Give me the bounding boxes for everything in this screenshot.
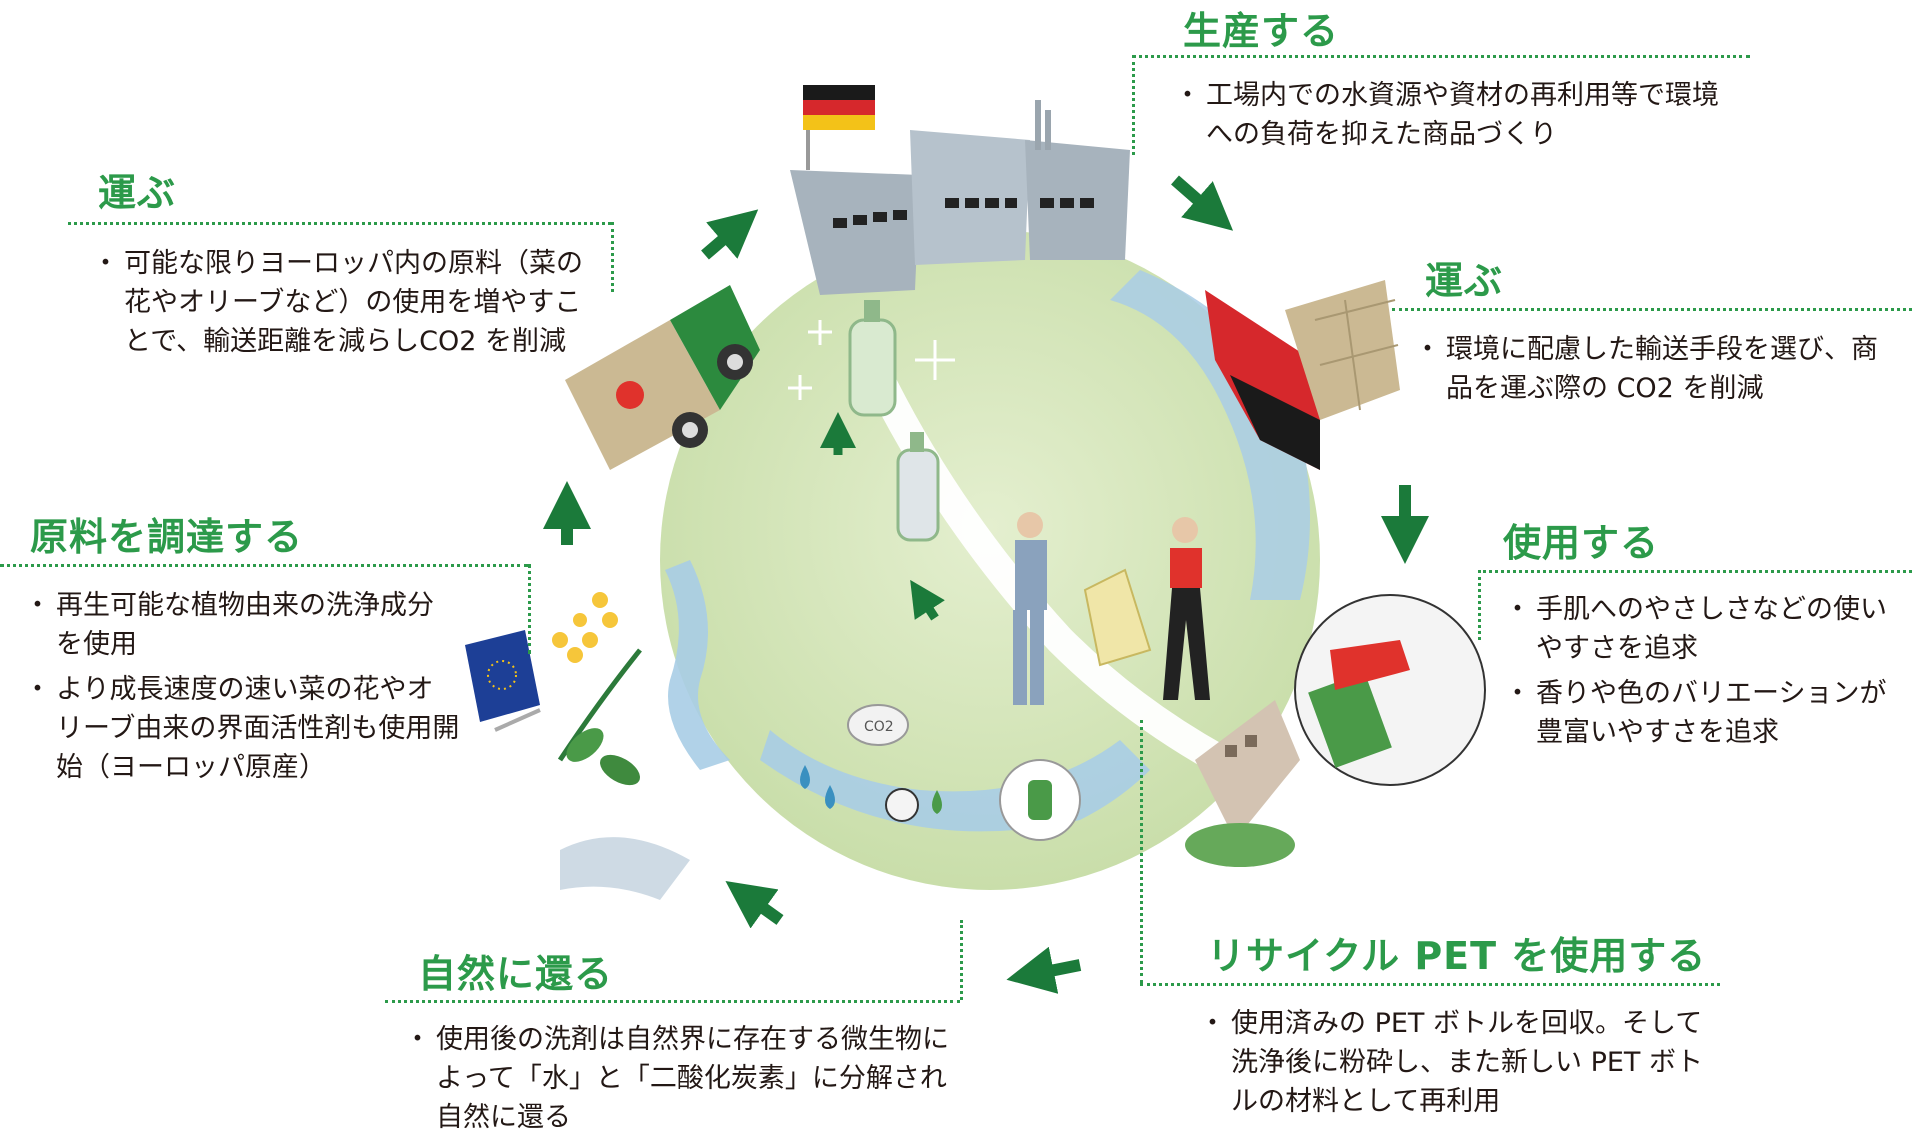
divider-recycle xyxy=(1140,983,1720,986)
divider-use-vertical xyxy=(1478,570,1481,640)
stage-title-use: 使用する xyxy=(1503,521,1660,565)
divider-use xyxy=(1478,570,1912,573)
truck-illustration xyxy=(565,285,760,470)
arrow-nature-to-source xyxy=(725,881,784,929)
divider-nature-vertical xyxy=(960,920,963,1000)
arrow-transport-to-produce xyxy=(701,209,759,260)
bullets-nature: 使用後の洗剤は自然界に存在する微生物によって「水」と「二酸化炭素」に分解され自然… xyxy=(404,1020,970,1143)
stage-title-ship: 運ぶ xyxy=(1425,259,1504,303)
german-flag-red xyxy=(803,100,875,115)
bullets-produce: 工場内での水資源や資材の再利用等で環境への負荷を抑えた商品づくり xyxy=(1174,76,1740,160)
arrow-recycle-to-nature xyxy=(1006,946,1082,994)
co2-illustration: CO2 xyxy=(800,704,1081,841)
arrow-inner-2 xyxy=(910,579,945,621)
bullets-source: 再生可能な植物由来の洗浄成分を使用 より成長速度の速い菜の花やオリーブ由来の界面… xyxy=(24,586,460,793)
divider-transport xyxy=(68,222,611,225)
eu-flag xyxy=(465,630,540,722)
factory-illustration xyxy=(790,85,1130,295)
divider-transport-vertical xyxy=(611,222,614,292)
divider-produce-vertical xyxy=(1132,55,1135,155)
bullets-recycle: 使用済みの PET ボトルを回収。そして洗浄後に粉砕し、また新しい PET ボト… xyxy=(1199,1004,1725,1127)
stage-title-produce: 生産する xyxy=(1183,9,1340,53)
bullet-transport-1: 可能な限りヨーロッパ内の原料（菜の花やオリーブなど）の使用を増やすことで、輸送距… xyxy=(92,244,588,361)
co2-cloud-label: CO2 xyxy=(864,719,894,735)
river-left xyxy=(665,560,730,770)
river-right xyxy=(1110,270,1310,600)
bullet-ship-1: 環境に配慮した輸送手段を選び、商品を運ぶ際の CO2 を削減 xyxy=(1414,330,1900,408)
divider-source xyxy=(0,564,528,567)
divider-ship xyxy=(1392,308,1912,311)
cycle-arrows xyxy=(543,175,1429,994)
ship-illustration xyxy=(1205,280,1400,470)
german-flag-black xyxy=(803,85,875,100)
house-illustration xyxy=(1185,700,1300,867)
divider-nature xyxy=(385,1000,960,1003)
stage-title-recycle: リサイクル PET を使用する xyxy=(1207,934,1707,978)
bullets-ship: 環境に配慮した輸送手段を選び、商品を運ぶ際の CO2 を削減 xyxy=(1414,330,1900,414)
arrow-produce-to-ship xyxy=(1171,175,1234,231)
plants-illustration xyxy=(465,592,690,900)
use-illustration xyxy=(1294,594,1486,786)
bottle-illustration xyxy=(788,300,955,542)
stage-title-nature: 自然に還る xyxy=(418,952,614,996)
divider-produce xyxy=(1132,55,1750,58)
german-flag-gold xyxy=(803,115,875,130)
bullet-source-1: 再生可能な植物由来の洗浄成分を使用 xyxy=(24,586,460,664)
stage-title-transport: 運ぶ xyxy=(98,171,177,215)
people-illustration xyxy=(1013,512,1210,705)
divider-source-vertical xyxy=(528,564,531,654)
bullet-use-2: 香りや色のバリエーションが豊富いやすさを追求 xyxy=(1504,674,1910,752)
bullet-produce-1: 工場内での水資源や資材の再利用等で環境への負荷を抑えた商品づくり xyxy=(1174,76,1740,154)
bullet-source-2: より成長速度の速い菜の花やオリーブ由来の界面活性剤も使用開始（ヨーロッパ原産） xyxy=(24,670,460,787)
divider-recycle-vertical xyxy=(1140,720,1143,983)
bullet-use-1: 手肌へのやさしさなどの使いやすさを追求 xyxy=(1504,590,1910,668)
bullet-recycle-1: 使用済みの PET ボトルを回収。そして洗浄後に粉砕し、また新しい PET ボト… xyxy=(1199,1004,1725,1121)
bullets-use: 手肌へのやさしさなどの使いやすさを追求 香りや色のバリエーションが豊富いやすさを… xyxy=(1504,590,1910,758)
stage-title-source: 原料を調達する xyxy=(30,515,304,559)
bullets-transport: 可能な限りヨーロッパ内の原料（菜の花やオリーブなど）の使用を増やすことで、輸送距… xyxy=(92,244,588,367)
bullet-nature-1: 使用後の洗剤は自然界に存在する微生物によって「水」と「二酸化炭素」に分解され自然… xyxy=(404,1020,970,1137)
